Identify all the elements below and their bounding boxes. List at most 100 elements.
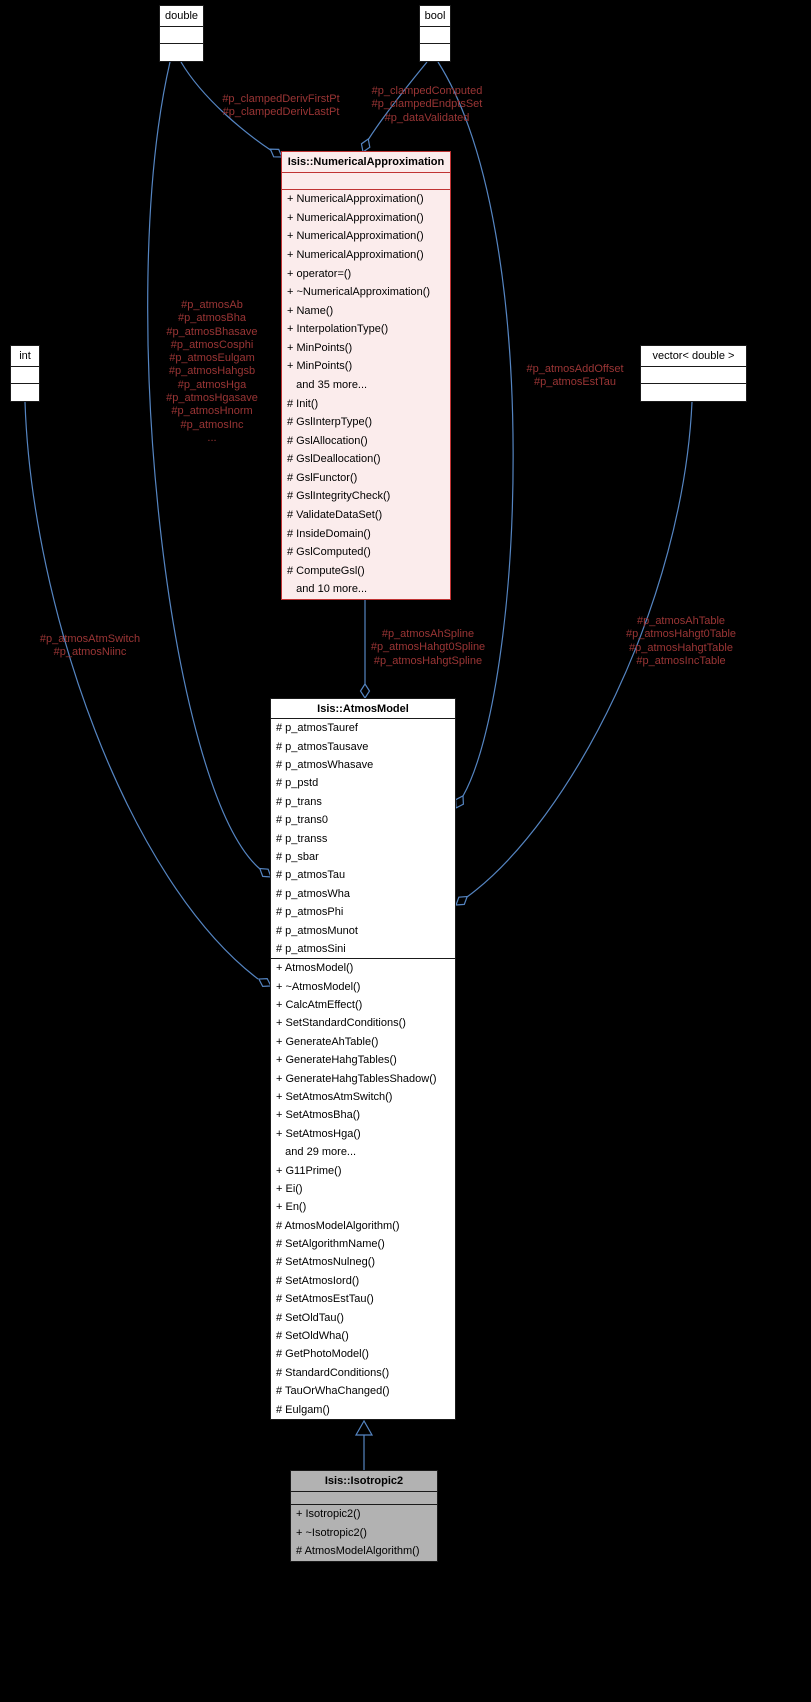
empty-compartment xyxy=(641,384,746,401)
member-row: + G11Prime() xyxy=(276,1164,342,1177)
node-int[interactable]: int xyxy=(10,345,40,402)
edge-label-line: #p_atmosHgasave xyxy=(166,392,258,405)
member-row: + operator=() xyxy=(287,267,352,280)
member-row: + NumericalApproximation() xyxy=(287,230,424,243)
aggregation-diamond-icon xyxy=(455,895,469,906)
attributes-compartment: # p_atmosTauref# p_atmosTausave# p_atmos… xyxy=(271,719,455,960)
member-row: + Isotropic2() xyxy=(296,1508,361,1521)
member-row: and 10 more... xyxy=(287,583,368,596)
aggregation-diamond-icon xyxy=(359,682,371,700)
edge-label-line: #p_atmosAhSpline xyxy=(381,628,475,640)
class-title: Isis::Isotropic2 xyxy=(291,1471,437,1492)
edge-label-line: #p_atmosAddOffset xyxy=(526,363,624,375)
attribute-row: # p_atmosWha xyxy=(276,887,350,900)
edge-label-vector-atmosmodel: #p_atmosAhTable#p_atmosHahgt0Table#p_atm… xyxy=(626,615,736,668)
edge-label-line: #p_atmosNiinc xyxy=(53,646,127,659)
member-row: # GslFunctor() xyxy=(287,471,358,484)
member-row: # GslComputed() xyxy=(287,546,371,559)
node-double-label: double xyxy=(160,6,203,27)
edge-double-to-atmosmodel xyxy=(147,61,261,870)
edge-label-line: #p_atmosEstTau xyxy=(534,376,616,389)
edge-label-line: #p_atmosCosphi xyxy=(170,338,254,351)
node-isotropic2[interactable]: Isis::Isotropic2 + Isotropic2()+ ~Isotro… xyxy=(290,1470,438,1562)
edge-label-line: #p_clampedComputed xyxy=(371,85,483,97)
member-row: + GenerateHahgTablesShadow() xyxy=(276,1072,437,1085)
member-row: # AtmosModelAlgorithm() xyxy=(296,1545,420,1558)
edge-label-bool-atmosmodel: #p_atmosAddOffset#p_atmosEstTau xyxy=(526,363,623,390)
attribute-row: # p_atmosMunot xyxy=(276,924,358,937)
class-title: Isis::AtmosModel xyxy=(271,699,455,720)
member-row: + ~Isotropic2() xyxy=(296,1526,367,1539)
member-row: + MinPoints() xyxy=(287,360,353,373)
edge-label-numapprox-atmosmodel: #p_atmosAhSpline#p_atmosHahgt0Spline#p_a… xyxy=(371,628,485,668)
member-row: # StandardConditions() xyxy=(276,1366,390,1379)
member-row: + SetAtmosAtmSwitch() xyxy=(276,1090,393,1103)
node-double[interactable]: double xyxy=(159,5,204,62)
node-vector-double[interactable]: vector< double > xyxy=(640,345,747,402)
member-row: # SetOldTau() xyxy=(276,1311,344,1324)
member-row: + CalcAtmEffect() xyxy=(276,999,363,1012)
attribute-row: # p_atmosSini xyxy=(276,942,346,955)
node-vector-double-label: vector< double > xyxy=(641,346,746,367)
edge-int-to-atmosmodel xyxy=(24,401,259,980)
edge-label-line: #p_clampedDerivFirstPt xyxy=(222,93,340,105)
member-row: + Ei() xyxy=(276,1182,303,1195)
node-bool[interactable]: bool xyxy=(419,5,451,62)
member-row: + ~AtmosModel() xyxy=(276,980,361,993)
member-row: + AtmosModel() xyxy=(276,962,354,975)
attribute-row: # p_trans0 xyxy=(276,814,328,827)
attribute-row: # p_atmosTau xyxy=(276,869,346,882)
node-numerical-approximation[interactable]: Isis::NumericalApproximation + Numerical… xyxy=(281,151,451,600)
edge-bool-to-atmosmodel xyxy=(437,61,514,797)
member-row: # SetAtmosNulneg() xyxy=(276,1256,376,1269)
aggregation-diamond-icon xyxy=(258,867,272,878)
aggregation-diamond-icon xyxy=(257,977,272,988)
edge-label-line: #p_clampedDerivLastPt xyxy=(222,106,340,119)
edge-label-double-numapprox: #p_clampedDerivFirstPt#p_clampedDerivLas… xyxy=(222,93,339,120)
member-row: # AtmosModelAlgorithm() xyxy=(276,1219,400,1232)
methods-compartment: + NumericalApproximation()+ NumericalApp… xyxy=(282,190,450,599)
node-int-label: int xyxy=(11,346,39,367)
edge-label-line: #p_dataValidated xyxy=(384,111,470,124)
member-row: + SetAtmosBha() xyxy=(276,1109,361,1122)
empty-compartment xyxy=(160,27,203,44)
attribute-row: # p_atmosWhasave xyxy=(276,759,374,772)
member-row: + GenerateAhTable() xyxy=(276,1035,379,1048)
aggregation-diamond-icon xyxy=(269,148,283,158)
edge-label-line: #p_atmosHga xyxy=(177,378,247,391)
node-atmos-model[interactable]: Isis::AtmosModel # p_atmosTauref# p_atmo… xyxy=(270,698,456,1420)
attribute-row: # p_trans xyxy=(276,795,322,808)
attribute-row: # p_pstd xyxy=(276,777,319,790)
member-row: # SetAlgorithmName() xyxy=(276,1238,385,1251)
member-row: # Eulgam() xyxy=(276,1403,330,1416)
empty-compartment xyxy=(291,1492,437,1505)
attribute-row: # p_transs xyxy=(276,832,328,845)
empty-compartment xyxy=(420,27,450,44)
member-row: + SetStandardConditions() xyxy=(276,1017,406,1030)
edge-label-double-atmosmodel: #p_atmosAb#p_atmosBha#p_atmosBhasave#p_a… xyxy=(166,299,258,445)
edge-label-line: #p_atmosEulgam xyxy=(169,352,255,365)
edge-label-line: #p_atmosInc xyxy=(180,418,244,431)
member-row: # SetAtmosEstTau() xyxy=(276,1293,374,1306)
edge-label-line: #p_atmosBhasave xyxy=(166,325,258,338)
empty-compartment xyxy=(641,367,746,384)
member-row: + InterpolationType() xyxy=(287,323,389,336)
edge-label-line: #p_atmosAhTable xyxy=(636,615,726,627)
empty-compartment xyxy=(160,44,203,61)
edge-label-line: #p_atmosHahgt0Table xyxy=(625,628,737,641)
member-row: and 35 more... xyxy=(287,378,368,391)
edge-label-line: #p_atmosHnorm xyxy=(171,405,253,418)
edge-label-line: #p_atmosHahgt0Spline xyxy=(370,641,486,654)
member-row: # GetPhotoModel() xyxy=(276,1348,369,1361)
member-row: # GslAllocation() xyxy=(287,434,368,447)
aggregation-diamond-icon xyxy=(360,137,371,154)
attribute-row: # p_atmosTausave xyxy=(276,740,369,753)
empty-compartment xyxy=(282,173,450,190)
member-row: # SetOldWha() xyxy=(276,1330,349,1343)
edge-label-line: #p_atmosHahgsb xyxy=(168,365,256,378)
attribute-row: # p_atmosPhi xyxy=(276,906,344,919)
member-row: # GslDeallocation() xyxy=(287,453,381,466)
member-row: # GslIntegrityCheck() xyxy=(287,490,391,503)
